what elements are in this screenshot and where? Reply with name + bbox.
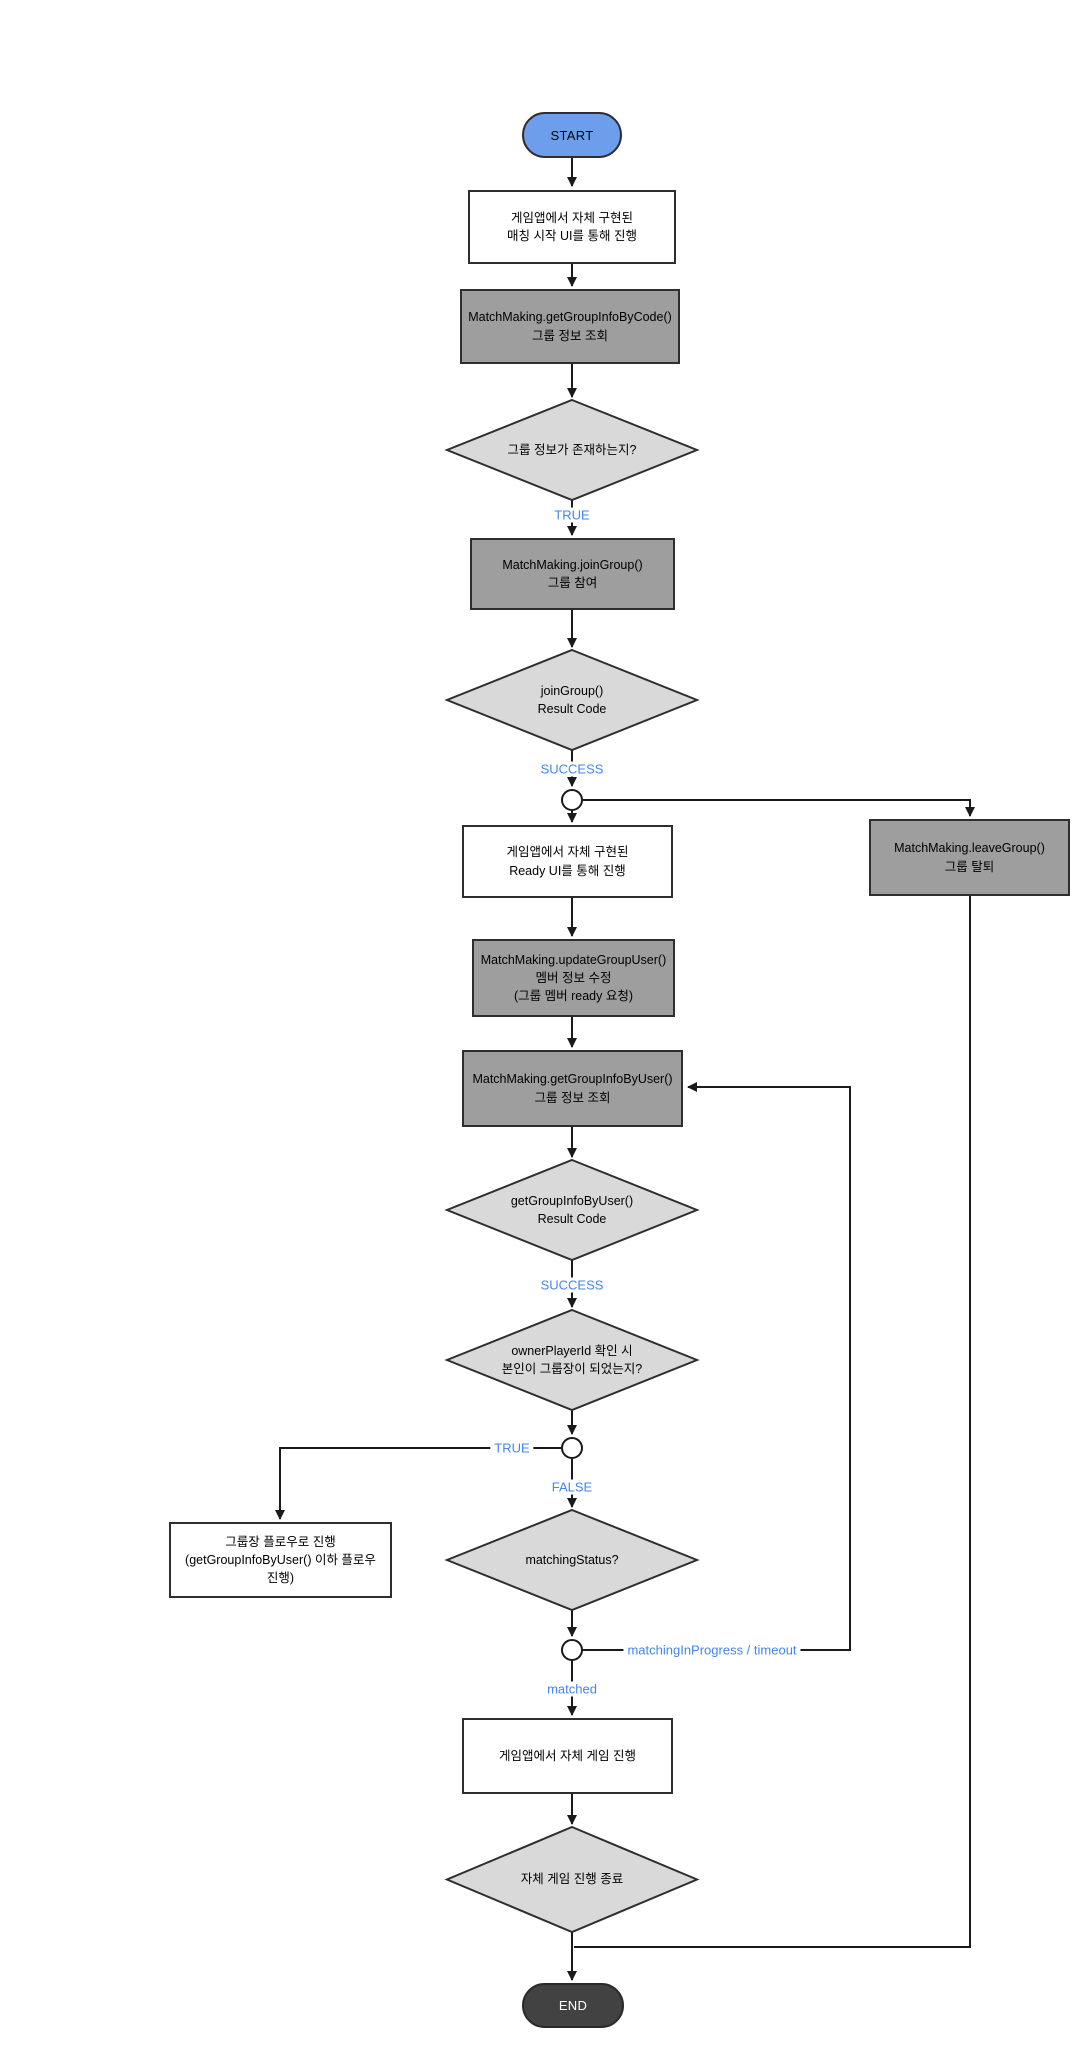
decision-join-group-result-label: joinGroup() Result Code (537, 683, 607, 716)
connector-circle-1 (561, 789, 583, 811)
diamond-shape (447, 1310, 697, 1410)
process-get-group-info-by-code: MatchMaking.getGroupInfoByCode() 그룹 정보 조… (460, 289, 680, 364)
process-game-play: 게임앱에서 자체 게임 진행 (462, 1718, 673, 1794)
process-update-group-user: MatchMaking.updateGroupUser() 멤버 정보 수정 (… (472, 939, 675, 1017)
edge-label-matched: matched (543, 1681, 601, 1697)
diamond-shape (447, 1160, 697, 1260)
decision-matching-status: matchingStatus? (447, 1510, 697, 1610)
decision-game-end: 자체 게임 진행 종료 (447, 1827, 697, 1932)
decision-group-exists-label: 그룹 정보가 존재하는지? (507, 442, 637, 457)
decision-owner-check-label: ownerPlayerId 확인 시 본인이 그룹장이 되었는지? (501, 1343, 643, 1376)
diamond-shape (447, 650, 697, 750)
edge-label-owner-true: TRUE (490, 1440, 534, 1456)
process-owner-flow: 그룹장 플로우로 진행 (getGroupInfoByUser() 이하 플로우… (169, 1522, 392, 1598)
decision-owner-check: ownerPlayerId 확인 시 본인이 그룹장이 되었는지? (447, 1310, 697, 1410)
edge-owner-true-to-ownerflow (275, 1447, 561, 1520)
decision-game-end-label: 자체 게임 진행 종료 (520, 1872, 624, 1887)
decision-join-group-result: joinGroup() Result Code (447, 650, 697, 750)
process-get-group-info-by-user: MatchMaking.getGroupInfoByUser() 그룹 정보 조… (462, 1050, 683, 1127)
start-node: START (522, 112, 622, 158)
edge-connector1-to-leavegroup (583, 799, 975, 817)
diamond-shape (447, 400, 697, 500)
edge-label-matching-in-progress: matchingInProgress / timeout (623, 1642, 801, 1658)
edge-label-get-group-info-success: SUCCESS (536, 1277, 608, 1293)
decision-matching-status-label: matchingStatus? (525, 1552, 619, 1567)
end-label: END (558, 1998, 588, 2013)
edge-label-owner-false: FALSE (547, 1479, 597, 1495)
process-ready-ui: 게임앱에서 자체 구현된 Ready UI를 통해 진행 (462, 825, 673, 898)
connector-circle-3 (561, 1639, 583, 1661)
decision-get-group-info-result: getGroupInfoByUser() Result Code (447, 1160, 697, 1260)
diamond-shape (447, 1510, 697, 1610)
process-leave-group: MatchMaking.leaveGroup() 그룹 탈퇴 (869, 819, 1070, 896)
edge-label-group-exists-true: TRUE (550, 507, 594, 523)
start-label: START (550, 127, 594, 143)
connector-circle-2 (561, 1437, 583, 1459)
process-join-group: MatchMaking.joinGroup() 그룹 참여 (470, 538, 675, 610)
decision-get-group-info-result-label: getGroupInfoByUser() Result Code (510, 1193, 634, 1226)
decision-group-exists: 그룹 정보가 존재하는지? (447, 400, 697, 500)
end-node: END (522, 1983, 624, 2028)
process-match-start-ui: 게임앱에서 자체 구현된 매칭 시작 UI를 통해 진행 (468, 190, 676, 264)
edge-label-join-group-success: SUCCESS (536, 761, 608, 777)
diamond-shape (447, 1827, 697, 1932)
